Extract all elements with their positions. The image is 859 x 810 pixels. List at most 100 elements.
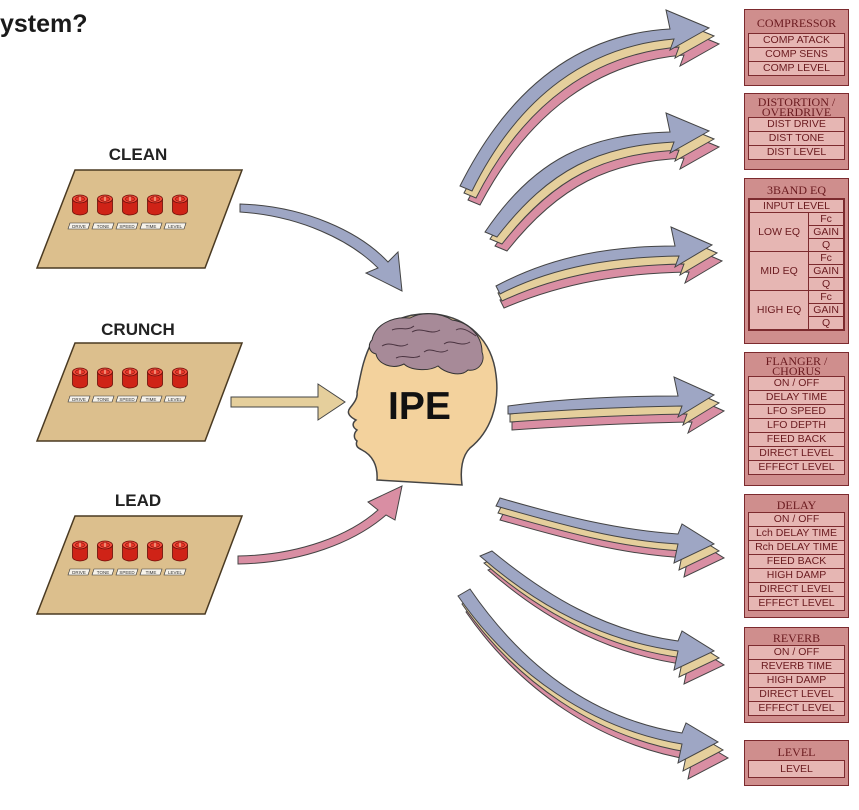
ipe-label: IPE <box>388 385 451 428</box>
param-row: EFFECT LEVEL <box>758 461 835 473</box>
param-row: EFFECT LEVEL <box>758 597 835 609</box>
knob-label: DRIVE <box>72 224 86 229</box>
knob-label: TONE <box>97 397 109 402</box>
param-row: FEED BACK <box>749 433 844 447</box>
knob-label: LEVEL <box>168 397 183 402</box>
param-cell: HIGH EQ <box>748 290 810 330</box>
param-row: DIRECT LEVEL <box>749 583 844 597</box>
param-row: EFFECT LEVEL <box>758 702 835 714</box>
param-row: ON / OFF <box>749 646 844 660</box>
pedal-clean <box>37 170 242 268</box>
knob-label: DRIVE <box>72 570 86 575</box>
knob-label: TIME <box>146 570 157 575</box>
panel-delay: DELAY ON / OFF Lch DELAY TIME Rch DELAY … <box>744 494 849 618</box>
panel-title-distortion: DISTORTION / OVERDRIVE <box>748 95 845 119</box>
param-row: Rch DELAY TIME <box>749 541 844 555</box>
panel-title-line: DISTORTION / <box>757 95 836 109</box>
panel-title-reverb: REVERB <box>772 630 821 645</box>
param-row: DELAY TIME <box>749 391 844 405</box>
knob-label: SPEED <box>119 397 135 402</box>
arrow-bundle-level <box>457 588 730 780</box>
param-cell: INPUT LEVEL <box>749 199 844 213</box>
knob-label: LEVEL <box>168 224 183 229</box>
param-cell: Q <box>808 277 844 291</box>
panel-title-line: OVERDRIVE <box>761 105 832 119</box>
param-cell: Q <box>808 238 844 252</box>
param-row: REVERB TIME <box>749 660 844 674</box>
param-row: LEVEL <box>780 763 813 775</box>
knob-label: TIME <box>146 397 157 402</box>
panel-body-compressor: COMP ATACK COMP SENS COMP LEVEL <box>748 33 845 76</box>
param-row: ON / OFF <box>749 377 844 391</box>
panel-body-reverb: ON / OFF REVERB TIME HIGH DAMP DIRECT LE… <box>748 645 845 716</box>
panel-body-level: LEVEL <box>748 760 845 778</box>
param-cell: GAIN <box>808 303 844 317</box>
head-illustration <box>347 312 498 486</box>
arrow-bundle-delay <box>495 497 726 578</box>
preset-label-clean: CLEAN <box>108 145 168 164</box>
param-cell: Fc <box>808 290 844 304</box>
knob-label: TONE <box>97 570 109 575</box>
pedal-lead <box>37 516 242 614</box>
arrow-bundle-eq <box>495 226 724 309</box>
knob-label: TIME <box>146 224 157 229</box>
param-row: DIST LEVEL <box>766 146 827 158</box>
panel-reverb: REVERB ON / OFF REVERB TIME HIGH DAMP DI… <box>744 627 849 723</box>
knob-label: LEVEL <box>168 570 183 575</box>
param-row: Lch DELAY TIME <box>749 527 844 541</box>
panel-level: LEVEL LEVEL <box>744 740 849 786</box>
arrow-clean <box>239 203 403 292</box>
panel-distortion: DISTORTION / OVERDRIVE DIST DRIVE DIST T… <box>744 93 849 170</box>
knob-label: TONE <box>97 224 109 229</box>
param-row: LFO DEPTH <box>749 419 844 433</box>
arrow-bundle-flanger <box>507 376 726 435</box>
panel-title-line: CHORUS <box>772 364 821 378</box>
panel-body-delay: ON / OFF Lch DELAY TIME Rch DELAY TIME F… <box>748 512 845 611</box>
arrow-bundle-compressor <box>459 9 721 206</box>
param-row: COMP SENS <box>749 48 844 62</box>
panel-flanger-chorus: FLANGER / CHORUS ON / OFF DELAY TIME LFO… <box>744 352 849 486</box>
param-cell: MID EQ <box>748 251 810 291</box>
arrow-crunch <box>230 383 346 421</box>
pedal-crunch <box>37 343 242 441</box>
panel-body-distortion: DIST DRIVE DIST TONE DIST LEVEL <box>748 117 845 160</box>
knob-label: DRIVE <box>72 397 86 402</box>
page-title: ystem? <box>0 10 88 38</box>
knob-labels: DRIVE TONE SPEED TIME LEVEL DRIVE TONE SPEED TIM… <box>72 224 182 575</box>
arrow-bundle-distortion <box>484 112 721 252</box>
param-row: COMP ATACK <box>749 34 844 48</box>
param-cell: GAIN <box>808 225 844 239</box>
param-row: DIST TONE <box>749 132 844 146</box>
panel-title-level: LEVEL <box>777 744 816 759</box>
preset-label-crunch: CRUNCH <box>101 320 175 339</box>
panel-title-compressor: COMPRESSOR <box>756 15 837 30</box>
param-row: DIST DRIVE <box>749 118 844 132</box>
arrow-bundle-reverb <box>479 550 726 685</box>
knob-label: SPEED <box>119 570 135 575</box>
param-row: COMP LEVEL <box>763 62 830 74</box>
input-arrows <box>230 203 403 565</box>
param-row: FEED BACK <box>749 555 844 569</box>
param-cell: Fc <box>808 212 844 226</box>
param-cell: Q <box>808 316 844 330</box>
param-row: HIGH DAMP <box>749 569 844 583</box>
preset-label-lead: LEAD <box>114 491 162 510</box>
param-row: LFO SPEED <box>749 405 844 419</box>
panel-title-eq: 3BAND EQ <box>767 182 826 197</box>
param-cell: GAIN <box>808 264 844 278</box>
param-row: ON / OFF <box>749 513 844 527</box>
panel-title-line: FLANGER / <box>765 354 828 368</box>
param-row: DIRECT LEVEL <box>749 447 844 461</box>
param-cell: LOW EQ <box>748 212 810 252</box>
panel-body-flanger: ON / OFF DELAY TIME LFO SPEED LFO DEPTH … <box>748 376 845 475</box>
param-cell: Fc <box>808 251 844 265</box>
panel-title-flanger: FLANGER / CHORUS <box>748 354 845 378</box>
panel-compressor: COMPRESSOR COMP ATACK COMP SENS COMP LEV… <box>744 9 849 86</box>
arrow-lead <box>237 485 403 565</box>
output-arrows <box>457 9 730 780</box>
